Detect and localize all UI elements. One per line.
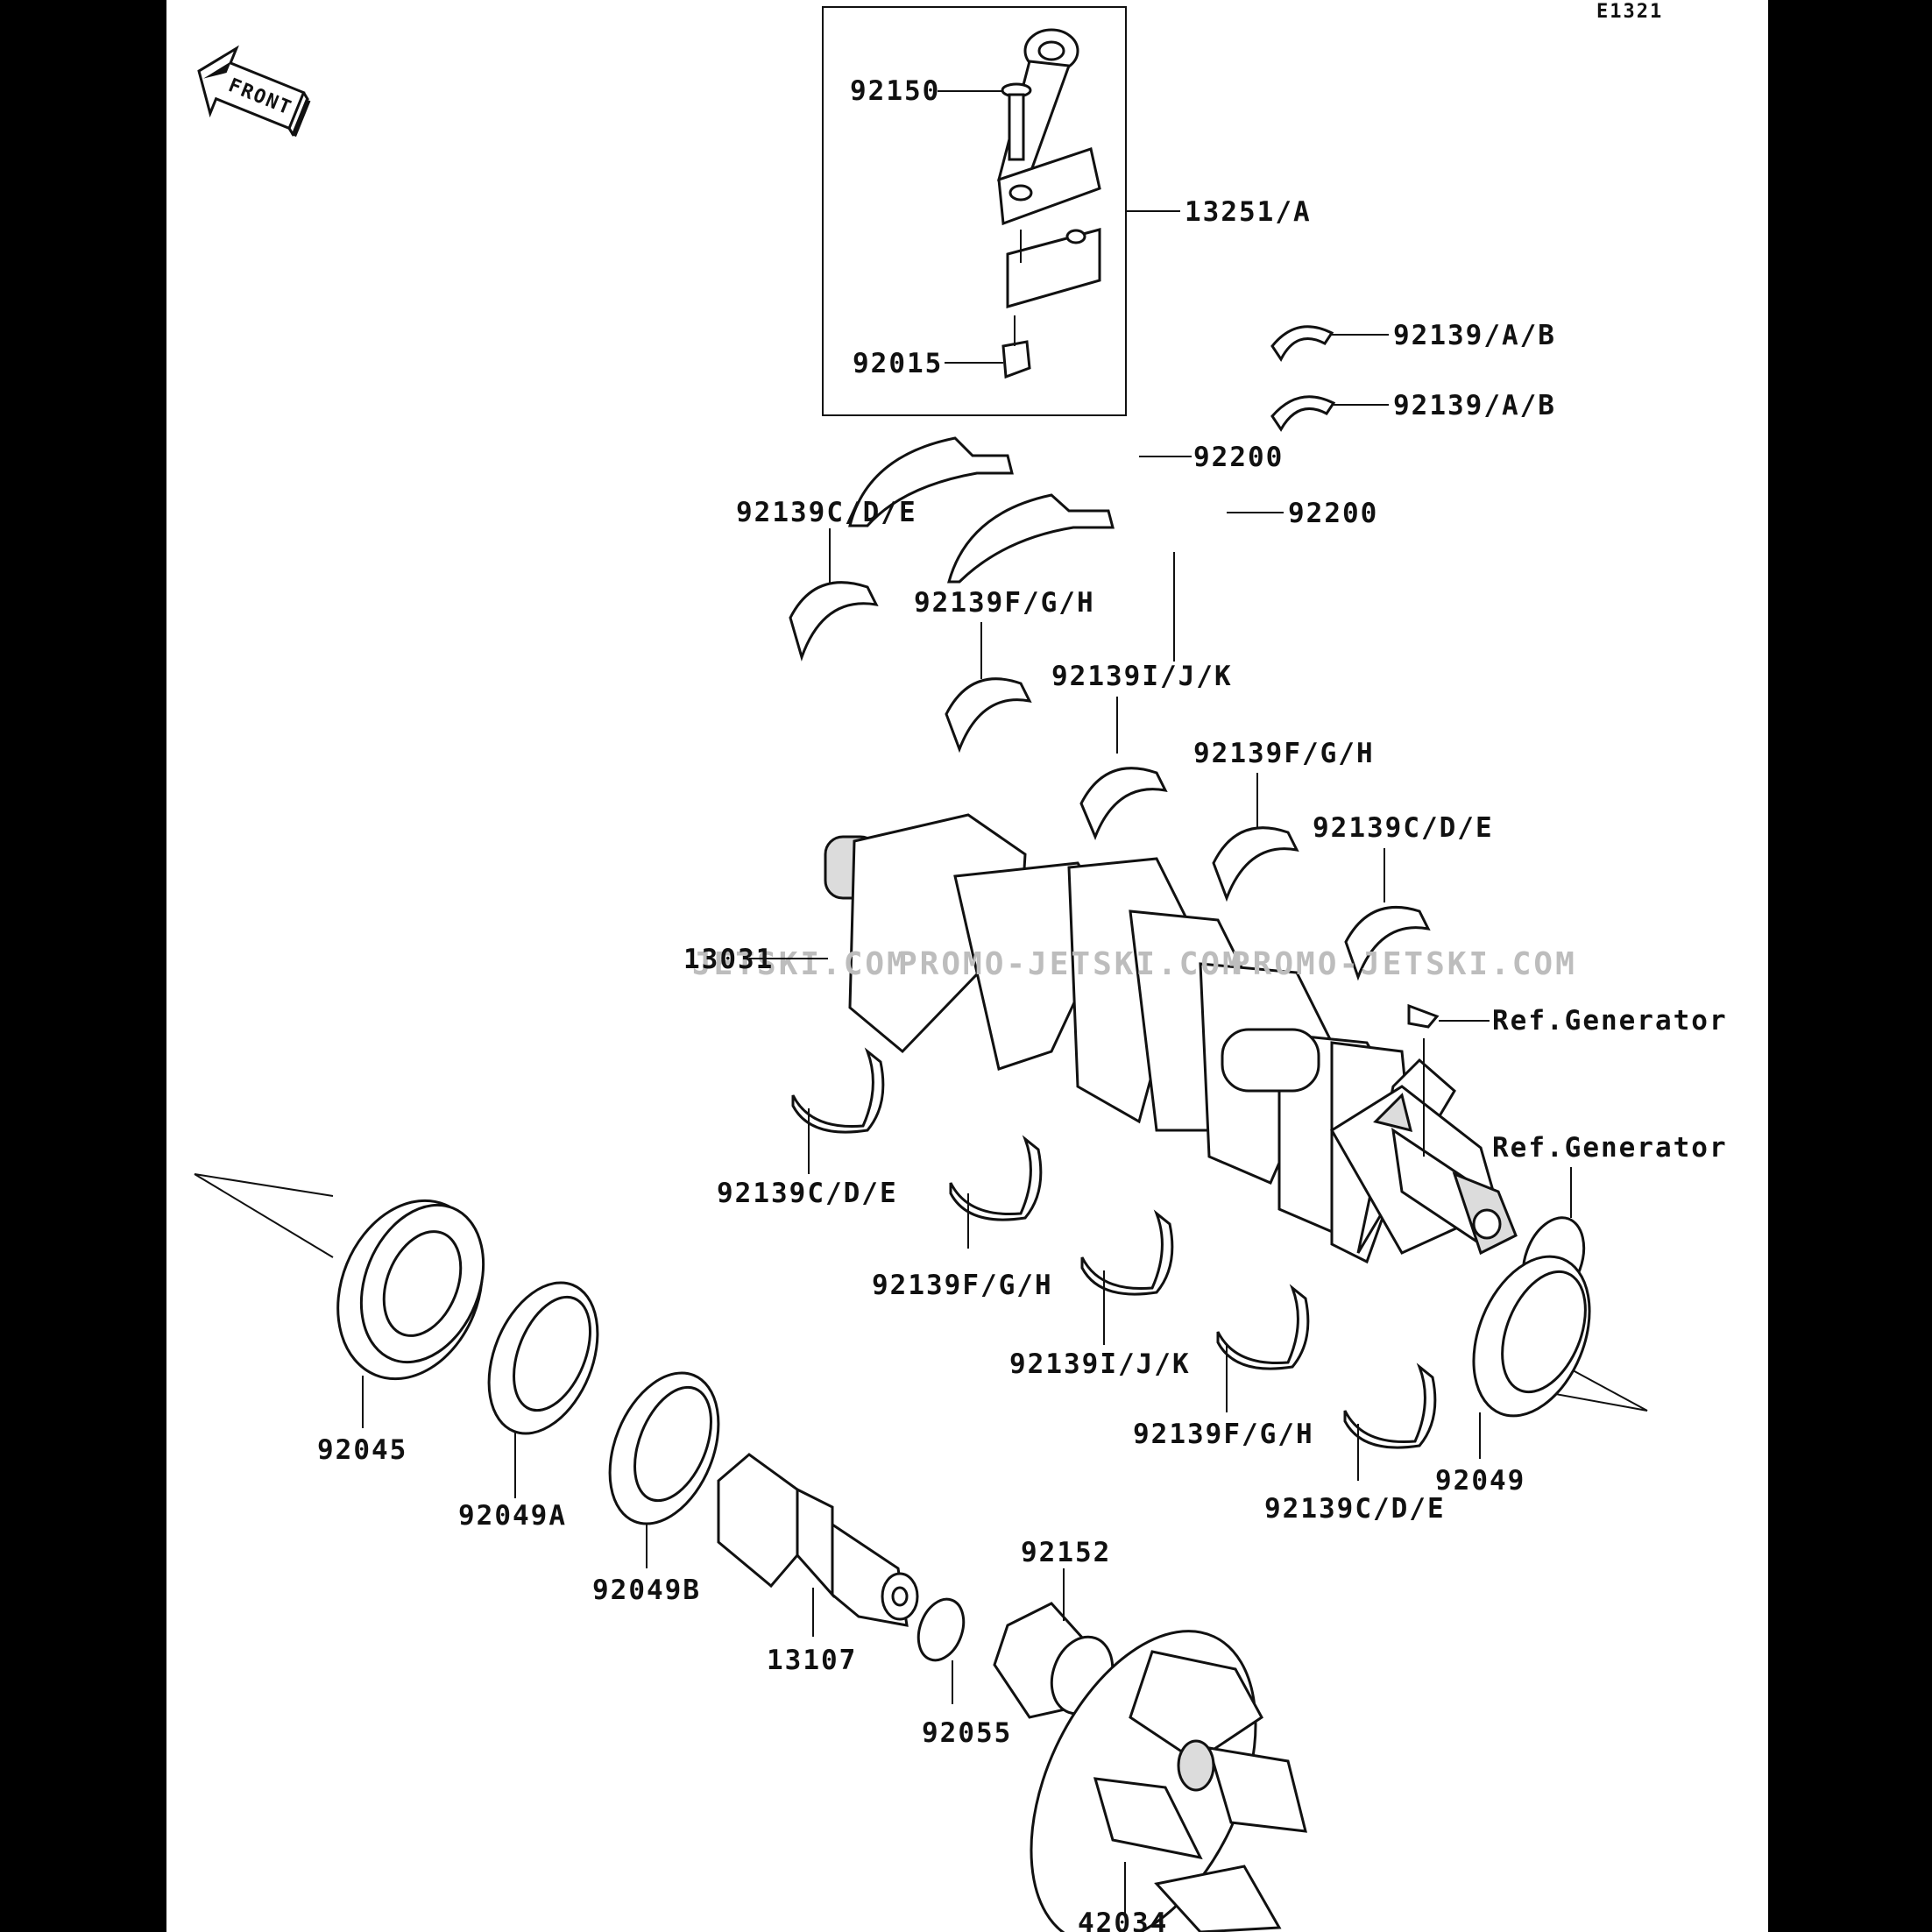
thrust-washer-2 <box>947 493 1115 584</box>
watermark-3: PROMO-JETSKI.COM <box>1231 946 1577 982</box>
upper-main-bearings <box>789 581 1431 981</box>
label-92055: 92055 <box>922 1717 1012 1749</box>
label-92139FGH-low: 92139F/G/H <box>872 1270 1053 1301</box>
woodruff-key <box>1407 1003 1440 1029</box>
thrust-washer-1 <box>848 436 1014 527</box>
bearing-shell-ab-2 <box>1270 395 1336 432</box>
roller-bearing <box>336 1199 485 1381</box>
label-92139CDE-low-left: 92139C/D/E <box>717 1178 898 1209</box>
label-ref-generator-2: Ref.Generator <box>1492 1132 1728 1164</box>
label-92139CDE-right: 92139C/D/E <box>1313 812 1494 844</box>
label-92152: 92152 <box>1021 1537 1111 1568</box>
label-92200-2: 92200 <box>1288 498 1378 529</box>
label-92049A: 92049A <box>458 1500 567 1532</box>
front-arrow-icon: FRONT <box>197 45 311 138</box>
guide-line-left-2 <box>194 1173 334 1258</box>
parts-diagram: E1321 FRONT <box>194 1 1728 1932</box>
label-13251A: 13251/A <box>1185 196 1312 228</box>
label-92139CDE-top-left: 92139C/D/E <box>736 497 917 528</box>
label-92200-1: 92200 <box>1193 442 1284 473</box>
guide-line-right-2 <box>1550 1392 1648 1412</box>
conrod-bolt <box>1001 82 1032 161</box>
label-92139AB-2: 92139/A/B <box>1393 390 1556 421</box>
oil-seal-a <box>487 1281 599 1435</box>
label-92139CDE-low-right: 92139C/D/E <box>1264 1493 1446 1525</box>
coupling <box>1030 1630 1307 1932</box>
label-92139FGH-mid: 92139F/G/H <box>1193 738 1375 769</box>
oil-seal-right <box>1472 1255 1591 1418</box>
lower-main-bearings <box>791 1047 1437 1449</box>
watermark-2: PROMO-JETSKI.COM <box>898 946 1244 982</box>
label-92139FGH-low2: 92139F/G/H <box>1133 1419 1314 1450</box>
label-13107: 13107 <box>767 1645 857 1676</box>
label-92045: 92045 <box>317 1434 407 1466</box>
label-92139AB-1: 92139/A/B <box>1393 320 1556 351</box>
crankshaft <box>824 813 1518 1264</box>
bearing-shell-ab-1 <box>1270 325 1334 362</box>
diagram-sheet: E1321 FRONT <box>166 0 1768 1932</box>
o-ring <box>916 1597 966 1662</box>
watermark-1: JETSKI.COM <box>692 946 909 982</box>
label-ref-generator-1: Ref.Generator <box>1492 1005 1728 1037</box>
output-shaft <box>717 1453 919 1627</box>
label-42034: 42034 <box>1078 1907 1168 1932</box>
label-92150: 92150 <box>850 75 940 107</box>
label-92139FGH-top: 92139F/G/H <box>914 587 1095 619</box>
label-92139IJK-low: 92139I/J/K <box>1009 1348 1191 1380</box>
connecting-rod <box>996 28 1101 379</box>
label-92015: 92015 <box>853 348 943 379</box>
label-92049B: 92049B <box>592 1575 701 1606</box>
sheet-code: E1321 <box>1596 1 1663 23</box>
oil-seal-b <box>608 1371 720 1525</box>
label-92049: 92049 <box>1435 1465 1525 1497</box>
label-92139IJK-top: 92139I/J/K <box>1051 661 1233 692</box>
label-13031: 13031 <box>683 944 774 975</box>
guide-line-left-1 <box>194 1173 334 1197</box>
